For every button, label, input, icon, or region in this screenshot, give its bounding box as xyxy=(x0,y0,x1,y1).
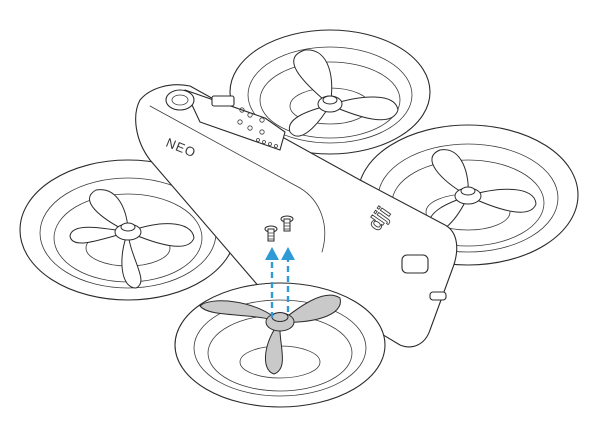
propeller-back-right xyxy=(288,49,399,137)
lift-arrows xyxy=(265,247,295,318)
screw-right xyxy=(280,215,294,232)
drone-body: NEO dji xyxy=(135,84,458,348)
status-display xyxy=(211,95,235,107)
arrow-up-left xyxy=(265,247,279,318)
power-button xyxy=(401,254,429,274)
screw-left xyxy=(264,225,278,242)
propeller-screws xyxy=(264,215,294,242)
arrow-up-right xyxy=(281,247,295,312)
propeller-back-left xyxy=(69,189,195,289)
usb-port xyxy=(429,291,447,301)
propeller-front-left-highlighted xyxy=(199,294,341,375)
gimbal-camera xyxy=(165,89,195,111)
